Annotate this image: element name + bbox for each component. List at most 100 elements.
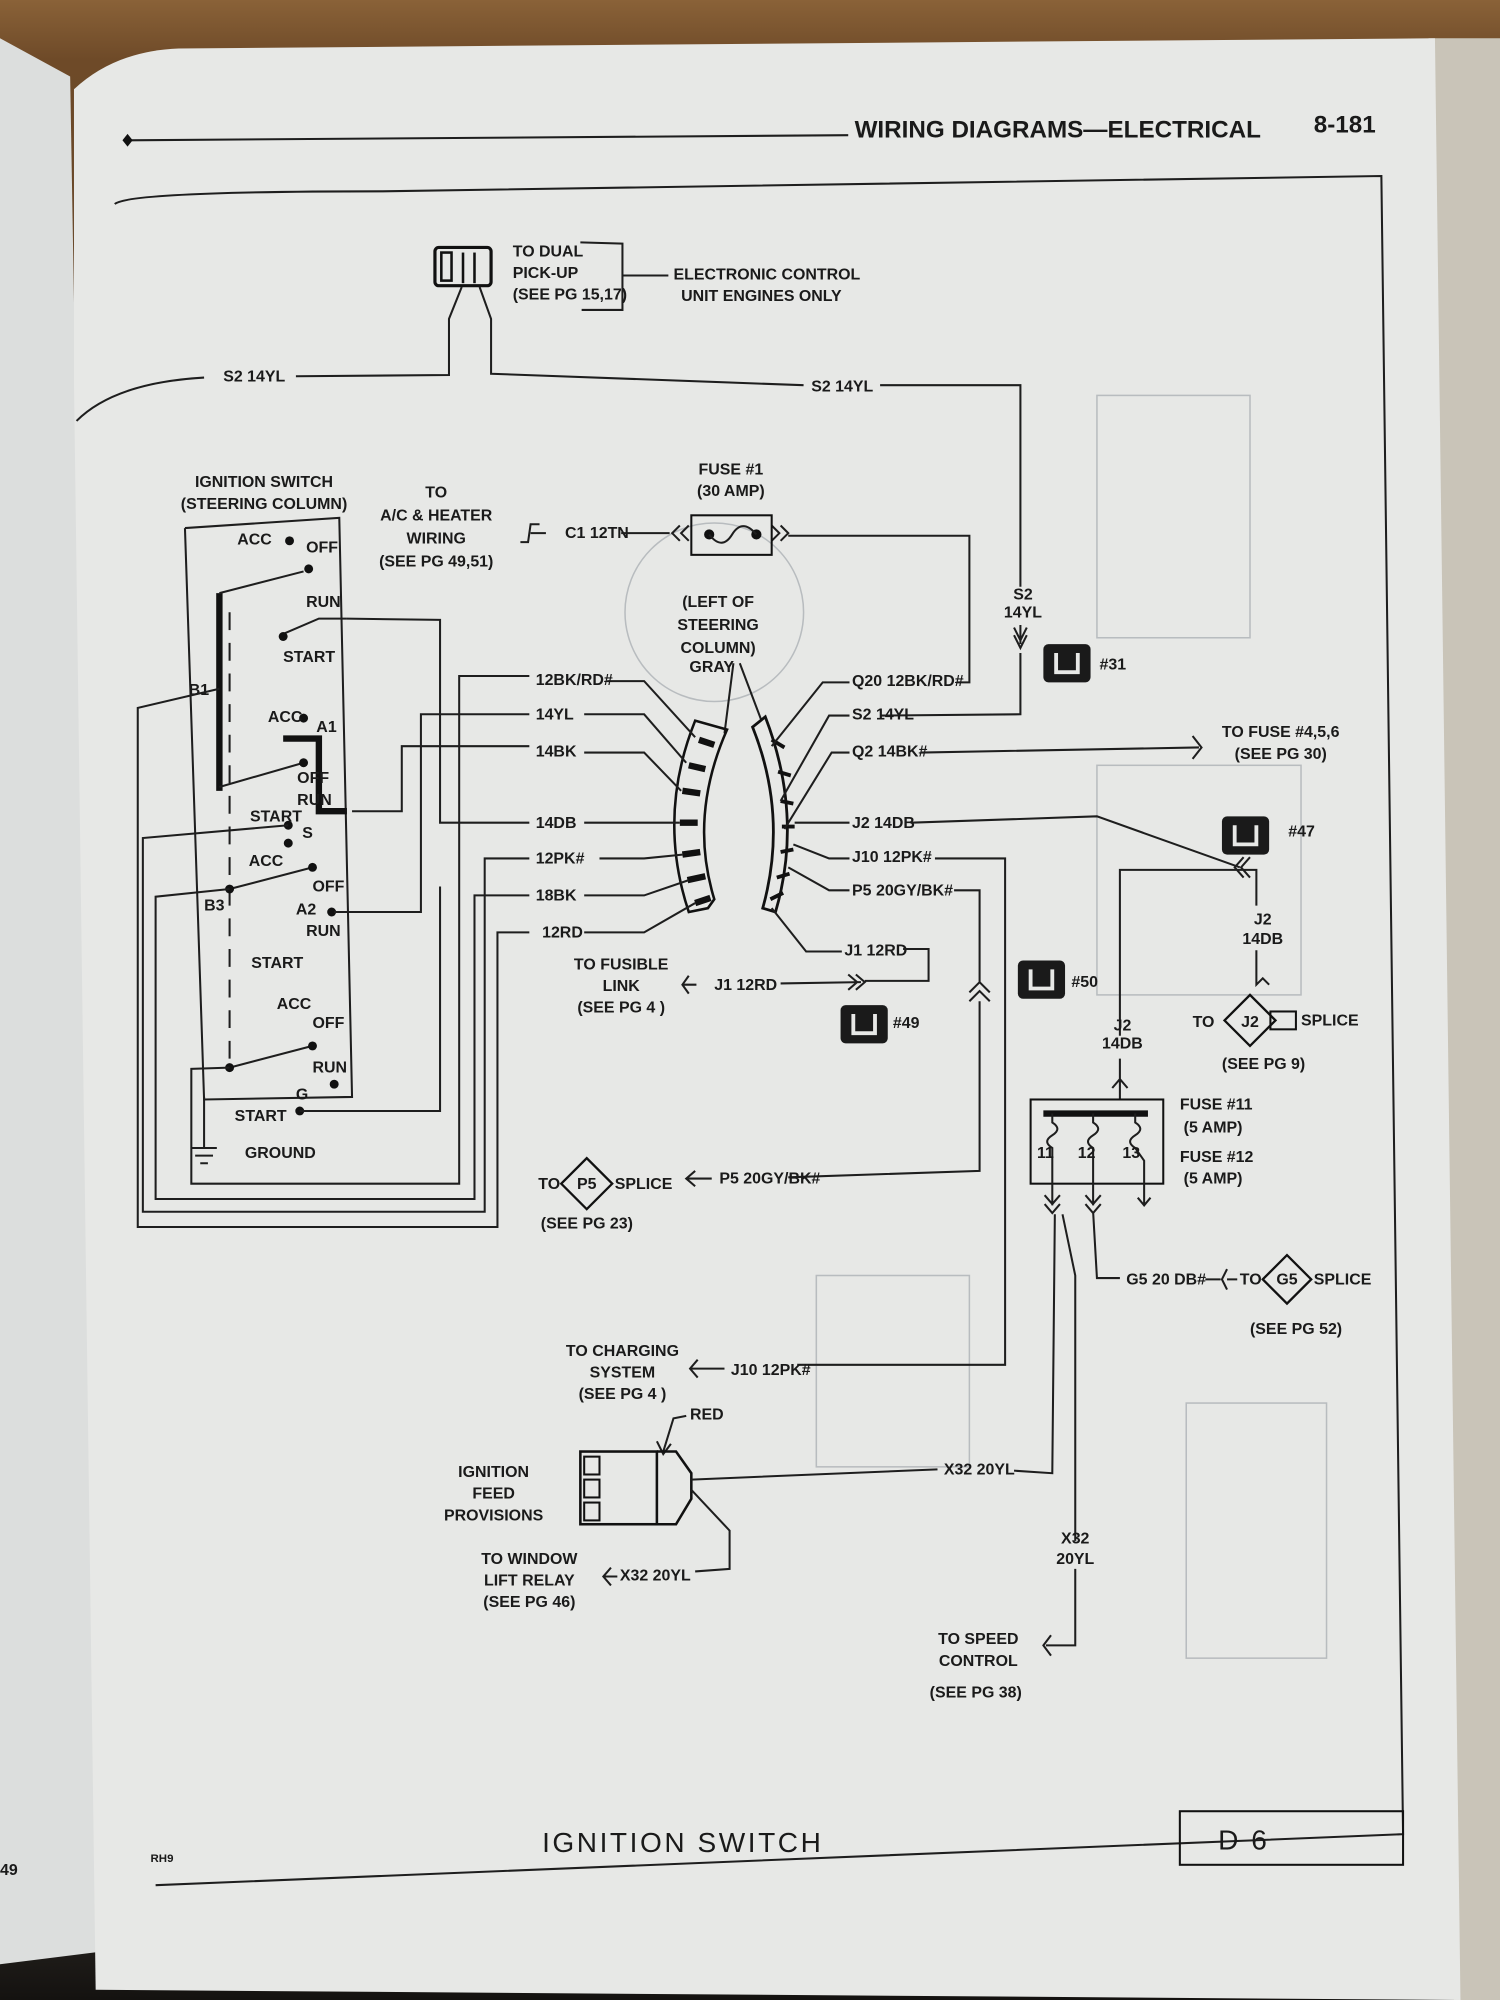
column-label-3: COLUMN) <box>680 640 755 657</box>
header-rule <box>127 134 849 142</box>
window-label-3: (SEE PG 46) <box>483 1594 575 1611</box>
j2-wire2-1: J2 <box>1114 1018 1132 1035</box>
sw-b1: B1 <box>189 682 210 699</box>
left-page-number: 49 <box>0 1862 18 1879</box>
wire-x32-feed: X32 20YL <box>944 1461 1015 1478</box>
conn-right-j10: J10 12PK# <box>852 849 932 866</box>
page-edges <box>1428 38 1500 2000</box>
wire-c1: C1 12TN <box>565 525 629 542</box>
sw-off-1: OFF <box>306 539 338 556</box>
sw-start-3: START <box>251 955 303 972</box>
wire-g5: G5 20 DB# <box>1126 1271 1206 1288</box>
g5-splice-diamond-icon <box>1261 1253 1313 1306</box>
ground-icon <box>191 1096 217 1165</box>
fuse11-label-1: FUSE #11 <box>1180 1097 1253 1114</box>
sw-acc-4: ACC <box>277 996 312 1013</box>
sw-off-4: OFF <box>313 1015 345 1032</box>
fusible-label-2: LINK <box>603 978 641 995</box>
feed-label-1: IGNITION <box>458 1464 529 1481</box>
ac-label-2: A/C & HEATER <box>380 507 493 524</box>
sw-acc-2: ACC <box>268 709 303 726</box>
sw-run-1: RUN <box>306 594 341 611</box>
sw-start-2: START <box>250 808 302 825</box>
revision-code: RH9 <box>151 1853 174 1865</box>
sw-a1: A1 <box>316 719 337 736</box>
ref-49: #49 <box>893 1015 920 1032</box>
switch-housing <box>183 516 354 1101</box>
switch-title-2: (STEERING COLUMN) <box>181 496 347 513</box>
switch-wires <box>136 617 530 1229</box>
charging-label-1: TO CHARGING <box>566 1343 679 1360</box>
j2-splice-id: J2 <box>1241 1014 1259 1031</box>
sw-start-1: START <box>283 649 335 666</box>
window-label-1: TO WINDOW <box>481 1551 578 1568</box>
fusible-label-3: (SEE PG 4 ) <box>577 1000 665 1017</box>
connector-ref-31-icon <box>1043 644 1091 683</box>
sw-start-4: START <box>235 1108 287 1125</box>
fuse-pin-12: 12 <box>1078 1145 1096 1162</box>
fuse1-label-2: (30 AMP) <box>697 483 765 500</box>
g5-see: (SEE PG 52) <box>1250 1321 1342 1338</box>
p5-splice-diamond-icon <box>559 1156 614 1211</box>
connector-ref-50-icon <box>1017 960 1066 999</box>
page-code-box <box>1178 1810 1405 1866</box>
conn-right-j2: J2 14DB <box>852 815 915 832</box>
conn-left-14db: 14DB <box>536 815 577 832</box>
j2-splice-label: SPLICE <box>1301 1013 1359 1030</box>
fuse11-label-2: (5 AMP) <box>1184 1120 1243 1137</box>
conn-right-q20: Q20 12BK/RD# <box>852 673 964 690</box>
bleed-through <box>624 394 1328 1659</box>
sw-b3: B3 <box>204 898 225 915</box>
sw-g: G <box>296 1086 308 1103</box>
steering-column-connector <box>673 714 795 914</box>
charging-label-3: (SEE PG 4 ) <box>579 1386 667 1403</box>
conn-left-12pk: 12PK# <box>536 851 585 868</box>
section-title: WIRING DIAGRAMS—ELECTRICAL <box>855 117 1262 144</box>
p5-to: TO <box>538 1176 560 1193</box>
j2-see: (SEE PG 9) <box>1222 1056 1305 1073</box>
wire-s2-right: S2 14YL <box>811 379 873 396</box>
wire-j10: J10 12PK# <box>731 1362 811 1379</box>
fuse12-label-2: (5 AMP) <box>1184 1171 1243 1188</box>
pickup-label-3: (SEE PG 15,17) <box>513 287 627 304</box>
speed-label-2: CONTROL <box>939 1653 1018 1670</box>
fuse1-label-1: FUSE #1 <box>699 461 764 478</box>
page <box>73 38 1461 2000</box>
ecu-label-2: UNIT ENGINES ONLY <box>681 288 842 305</box>
speed-wire-1: X32 <box>1061 1530 1089 1547</box>
fusible-label-1: TO FUSIBLE <box>574 956 668 973</box>
column-label-4: GRAY <box>689 659 734 676</box>
connector-ref-49-icon <box>840 1005 888 1044</box>
sw-acc-3: ACC <box>249 853 284 870</box>
fuse-pin-11: 11 <box>1037 1145 1054 1162</box>
g5-to: TO <box>1240 1271 1262 1288</box>
ground-label: GROUND <box>245 1145 316 1162</box>
g5-id: G5 <box>1276 1271 1297 1288</box>
wire-j1: J1 12RD <box>714 977 777 994</box>
switch-title-1: IGNITION SWITCH <box>195 474 333 491</box>
fuse456-label-2: (SEE PG 30) <box>1235 746 1327 763</box>
speed-label-3: (SEE PG 38) <box>930 1685 1022 1702</box>
sw-off-2: OFF <box>297 770 329 787</box>
fuse12-label-1: FUSE #12 <box>1180 1149 1254 1166</box>
j2-wire1-1: J2 <box>1254 912 1272 929</box>
charging-label-2: SYSTEM <box>590 1365 656 1382</box>
conn-left-14yl: 14YL <box>536 706 574 723</box>
p5-id: P5 <box>577 1176 597 1193</box>
ac-label-4: (SEE PG 49,51) <box>379 553 493 570</box>
conn-left-12rd: 12RD <box>542 925 583 942</box>
fuse456-label-1: TO FUSE #4,5,6 <box>1222 724 1340 741</box>
switch-contacts <box>216 536 347 1116</box>
conn-left-18bk: 18BK <box>536 888 577 905</box>
feed-label-2: FEED <box>472 1486 515 1503</box>
j2-to: TO <box>1193 1014 1215 1031</box>
speed-label-1: TO SPEED <box>938 1631 1018 1648</box>
g5-splice-label: SPLICE <box>1314 1271 1372 1288</box>
j2-splice-diamond-icon <box>1222 993 1278 1048</box>
page-number: 8-181 <box>1314 112 1376 139</box>
s2-vertical-2: 14YL <box>1004 604 1042 621</box>
conn-right-s2: S2 14YL <box>852 706 914 723</box>
connector-ref-47-icon <box>1221 816 1270 855</box>
